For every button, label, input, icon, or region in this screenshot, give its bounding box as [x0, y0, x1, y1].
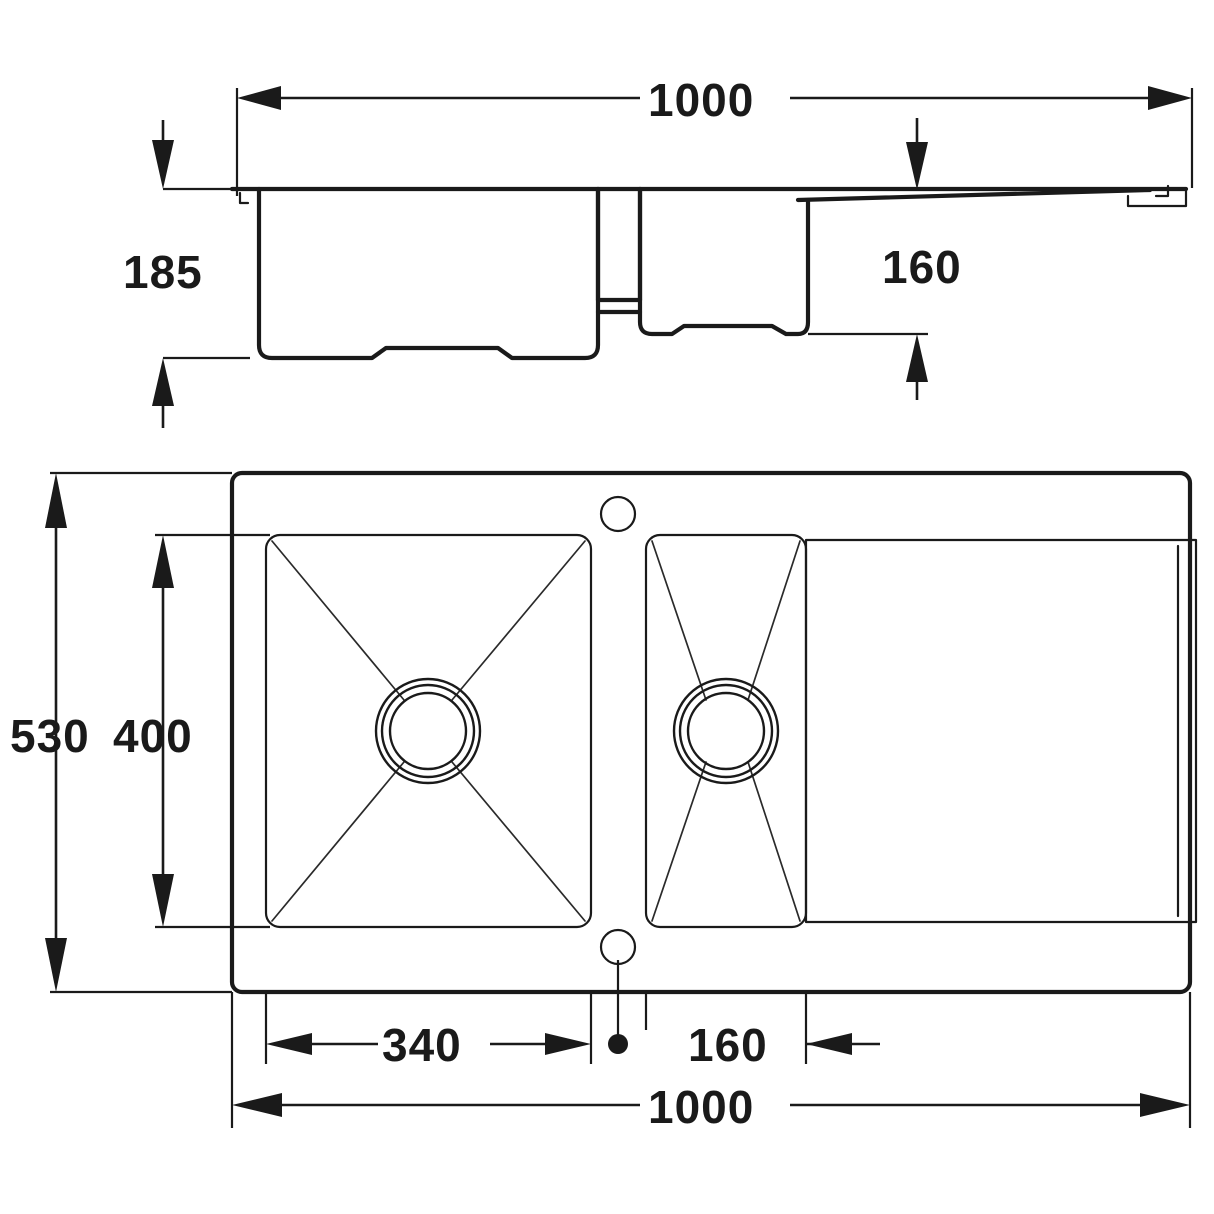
- side-dim-1000-arrow-left: [237, 86, 281, 110]
- plan-dim-400-label: 400: [113, 710, 193, 762]
- plan-drain-main-outer: [374, 677, 482, 785]
- plan-bowl-main-x-bl: [271, 761, 405, 922]
- plan-view-group: 530 400 340 160 1000: [10, 470, 1198, 1133]
- plan-530-arrow-top: [45, 473, 67, 528]
- plan-dim-530-label: 530: [10, 710, 90, 762]
- side-left-bowl-body: [256, 186, 601, 361]
- plan-bowl-second-x-br: [747, 761, 801, 922]
- side-160-arrow-top: [906, 142, 928, 190]
- side-right-bowl-body: [637, 186, 811, 337]
- side-dim-160-label: 160: [882, 241, 962, 293]
- plan-dim-340-label: 340: [382, 1019, 462, 1071]
- side-185-arrow-bottom: [152, 358, 174, 406]
- plan-dim-1000-label: 1000: [648, 1081, 754, 1133]
- side-left-rim-lip: [238, 191, 250, 205]
- plan-bowl-second-x-bl: [651, 761, 707, 922]
- side-dim-1000-arrow-right: [1148, 86, 1192, 110]
- side-view-group: 185 160 1000: [123, 74, 1194, 428]
- plan-160-arrow: [806, 1033, 852, 1055]
- plan-160-center-dot: [608, 1034, 628, 1054]
- plan-340-arrow-left: [266, 1033, 312, 1055]
- plan-bowl-main-x-tr: [451, 540, 586, 701]
- side-dim-1000-label: 1000: [648, 74, 754, 126]
- plan-drainboard: [804, 538, 1198, 924]
- plan-bowl-main: [264, 533, 593, 929]
- plan-drain-main-inner: [388, 691, 468, 771]
- side-dim-185-label: 185: [123, 246, 203, 298]
- side-right-edge-tab: [1154, 184, 1170, 198]
- plan-bowl-second-x-tr: [747, 540, 801, 701]
- plan-400-arrow-bottom: [152, 874, 174, 927]
- side-185-arrow-top: [152, 140, 174, 189]
- plan-drain-second-inner: [686, 691, 766, 771]
- plan-1000-arrow-left: [232, 1093, 282, 1117]
- plan-drain-second-outer: [672, 677, 780, 785]
- plan-400-arrow-top: [152, 535, 174, 588]
- plan-tap-hole-top: [599, 495, 637, 533]
- side-160-arrow-bottom: [906, 334, 928, 382]
- plan-340-arrow-right: [545, 1033, 591, 1055]
- side-drainboard-slope: [795, 187, 1153, 203]
- plan-drain-second-mid: [678, 683, 774, 779]
- side-right-edge-fold: [1126, 189, 1188, 208]
- plan-drain-main-mid: [380, 683, 476, 779]
- plan-bowl-main-x-br: [451, 761, 586, 922]
- plan-outer-body: [229, 470, 1193, 995]
- plan-tap-hole-bottom: [599, 928, 637, 966]
- plan-bowl-second-x-tl: [651, 540, 707, 701]
- plan-530-arrow-bottom: [45, 938, 67, 992]
- plan-bowl-main-x-tl: [271, 540, 405, 701]
- plan-1000-arrow-right: [1140, 1093, 1190, 1117]
- plan-dim-160-label: 160: [688, 1019, 768, 1071]
